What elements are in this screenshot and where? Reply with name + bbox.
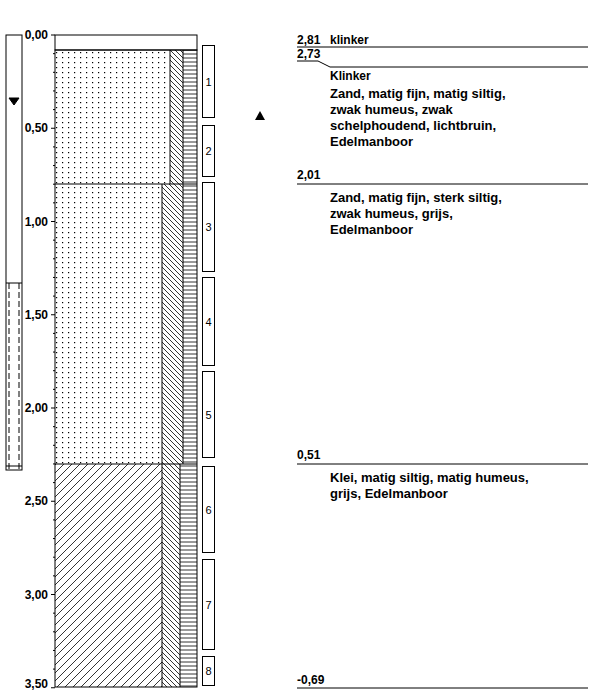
depth-label: 2,50 [25,494,48,508]
depth-tick [51,314,55,315]
depth-tick [53,72,55,73]
sample-number: 4 [205,316,211,328]
layer-description: Zand, matig fijn, matig siltig, zwak hum… [330,86,535,150]
depth-tick [53,631,55,632]
depth-label: 3,00 [25,588,48,602]
water-level-marker [255,111,265,120]
depth-tick [53,109,55,110]
depth-tick [53,370,55,371]
depth-tick [51,594,55,595]
sample-box: 4 [202,277,215,366]
depth-tick [51,687,55,688]
sample-box: 7 [202,559,215,650]
depth-tick [53,240,55,241]
depth-tick [53,650,55,651]
depth-label: 0,00 [25,28,48,42]
depth-tick [53,463,55,464]
standpipe [6,35,22,470]
depth-tick [53,53,55,54]
depth-tick [53,258,55,259]
elevation-label: -0,69 [297,673,324,687]
sample-number: 6 [205,504,211,516]
depth-tick [53,445,55,446]
depth-tick [53,296,55,297]
depth-tick [53,277,55,278]
sample-box: 1 [202,45,215,118]
depth-label: 3,50 [25,677,48,691]
depth-label: 1,00 [25,215,48,229]
depth-tick [53,519,55,520]
sample-box: 2 [202,125,215,177]
sample-number: 1 [205,76,211,88]
depth-tick [53,90,55,91]
depth-tick [53,538,55,539]
depth-tick [53,482,55,483]
sample-number: 5 [205,409,211,421]
elevation-label: 2,73 [297,47,320,61]
depth-tick [51,128,55,129]
depth-tick [53,613,55,614]
elevation-label: 2,01 [297,168,320,182]
layer-name: Klinker [330,69,371,83]
depth-tick [53,426,55,427]
soil-column [51,35,197,688]
depth-tick [53,146,55,147]
sample-box: 8 [202,656,215,686]
depth-label: 1,50 [25,308,48,322]
elevation-label: 2,81 [297,33,320,47]
depth-tick [53,333,55,334]
elevation-label: 0,51 [297,448,320,462]
depth-tick [53,202,55,203]
layer-boundary-lines [297,47,588,688]
depth-tick [53,557,55,558]
layer-description: Klei, matig siltig, matig humeus, grijs,… [330,470,535,502]
layer-name: klinker [330,33,369,47]
sample-box: 3 [202,182,215,272]
depth-tick [53,165,55,166]
sample-number: 8 [205,665,211,677]
depth-tick [53,184,55,185]
depth-tick [51,35,55,36]
sample-box: 5 [202,371,215,458]
depth-tick [53,575,55,576]
depth-tick [51,221,55,222]
depth-tick [51,501,55,502]
sample-number: 3 [205,221,211,233]
depth-tick [51,408,55,409]
depth-label: 0,50 [25,121,48,135]
sample-number: 2 [205,145,211,157]
sample-number: 7 [205,599,211,611]
depth-tick [53,352,55,353]
depth-tick [53,669,55,670]
depth-label: 2,00 [25,401,48,415]
layer-description: Zand, matig fijn, sterk siltig, zwak hum… [330,190,535,238]
sample-box: 6 [202,466,215,553]
depth-tick [53,389,55,390]
